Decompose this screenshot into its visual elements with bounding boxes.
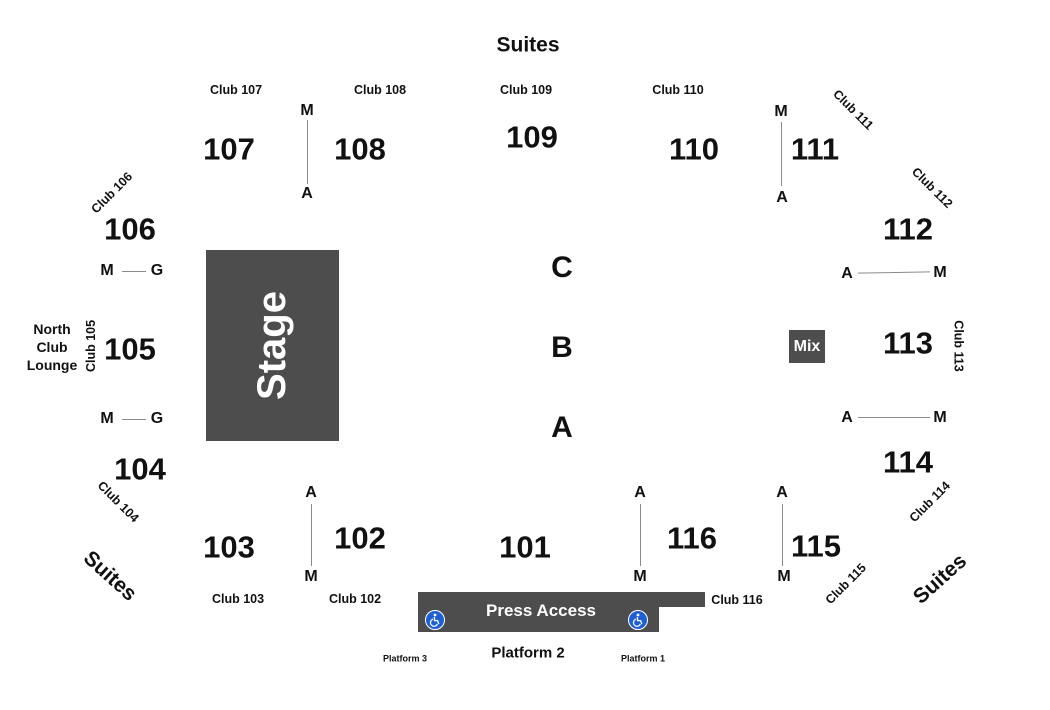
suites-label-top: Suites — [496, 33, 560, 57]
vomitory-m: M — [304, 568, 318, 585]
section-115[interactable]: 115 — [790, 528, 842, 564]
press-access-area — [418, 606, 659, 632]
platform-3-label: Platform 3 — [382, 653, 428, 664]
vomitory-a: A — [305, 484, 317, 501]
section-113[interactable]: 113 — [882, 325, 934, 361]
lounge-line-1: North — [33, 321, 71, 337]
vomitory-m: M — [777, 568, 791, 585]
club-114-label: Club 114 — [906, 478, 953, 525]
club-103-label: Club 103 — [211, 591, 265, 606]
vomitory-a: A — [841, 409, 853, 426]
mix-position: Mix — [789, 330, 825, 363]
club-115-label: Club 115 — [822, 560, 869, 607]
lounge-line-2: Club — [36, 339, 68, 355]
vomitory-a: A — [776, 484, 788, 501]
floor-row-a[interactable]: A — [551, 411, 573, 444]
club-106-label: Club 106 — [88, 169, 136, 217]
mix-label: Mix — [793, 337, 821, 355]
club-116-label: Club 116 — [711, 592, 763, 607]
section-112[interactable]: 112 — [882, 211, 934, 247]
lounge-line-3: Lounge — [26, 357, 78, 373]
aisle-line-115-116 — [782, 504, 783, 566]
vomitory-a: A — [841, 265, 853, 282]
press-access-area-top — [418, 592, 705, 607]
suites-label-bottom-right: Suites — [908, 549, 972, 609]
wheelchair-icon — [628, 610, 648, 630]
section-116[interactable]: 116 — [666, 520, 718, 556]
section-110[interactable]: 110 — [668, 131, 720, 167]
press-access-label: Press Access — [486, 601, 596, 620]
section-109[interactable]: 109 — [506, 119, 558, 155]
club-112-label: Club 112 — [909, 164, 956, 211]
vomitory-m: M — [774, 103, 788, 120]
vomitory-m: M — [633, 568, 647, 585]
club-102-label: Club 102 — [328, 591, 382, 606]
vomitory-a: A — [301, 185, 313, 202]
club-111-label: Club 111 — [830, 86, 877, 133]
club-109-label: Club 109 — [499, 82, 553, 97]
platform-2-label: Platform 2 — [491, 644, 565, 662]
vomitory-m: M — [933, 264, 947, 281]
vomitory-m: M — [300, 102, 314, 119]
wheelchair-icon — [425, 610, 445, 630]
aisle-line-107-108 — [307, 120, 308, 184]
section-107[interactable]: 107 — [203, 131, 255, 167]
section-104[interactable]: 104 — [114, 451, 166, 487]
stage-label: Stage — [250, 291, 294, 400]
section-108[interactable]: 108 — [334, 131, 386, 167]
section-103[interactable]: 103 — [203, 529, 255, 565]
vomitory-a: A — [634, 484, 646, 501]
club-113-label: Club 113 — [951, 320, 966, 372]
floor-row-c[interactable]: C — [551, 251, 573, 284]
vomitory-g: G — [150, 410, 164, 427]
club-107-label: Club 107 — [209, 82, 263, 97]
platform-1-label: Platform 1 — [620, 653, 666, 664]
section-102[interactable]: 102 — [334, 520, 386, 556]
vomitory-m: M — [100, 410, 114, 427]
section-106[interactable]: 106 — [104, 211, 156, 247]
aisle-line-102-103 — [311, 504, 312, 566]
aisle-line-105-106 — [122, 271, 146, 272]
section-111[interactable]: 111 — [790, 131, 840, 167]
aisle-line-113-114 — [858, 417, 930, 418]
vomitory-a: A — [776, 189, 788, 206]
section-105[interactable]: 105 — [104, 331, 156, 367]
aisle-line-110-111 — [781, 122, 782, 186]
section-101[interactable]: 101 — [499, 529, 551, 565]
aisle-line-112-113 — [857, 271, 931, 274]
section-114[interactable]: 114 — [882, 444, 934, 480]
vomitory-g: G — [150, 262, 164, 279]
floor-row-b[interactable]: B — [551, 331, 573, 364]
aisle-line-104-105 — [122, 419, 146, 420]
club-105-label: Club 105 — [83, 319, 98, 373]
club-110-label: Club 110 — [652, 82, 704, 97]
vomitory-m: M — [933, 409, 947, 426]
club-108-label: Club 108 — [353, 82, 407, 97]
suites-label-bottom-left: Suites — [78, 546, 142, 606]
stage: Stage — [206, 250, 339, 441]
aisle-line-101-116 — [640, 504, 641, 566]
vomitory-m: M — [100, 262, 114, 279]
